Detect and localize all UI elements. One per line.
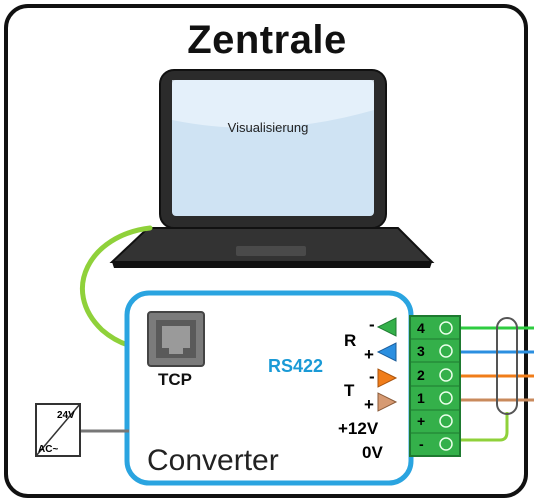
rj45-port-icon (147, 311, 205, 367)
r-label: R (344, 331, 356, 350)
power-voltage-label: 24V (57, 410, 75, 421)
page-title: Zentrale (187, 18, 347, 62)
cable-shield-icon (496, 317, 518, 415)
screen-label: Visualisierung (227, 120, 309, 135)
tcp-label: TCP (158, 370, 192, 389)
terminal-4-label: 4 (417, 320, 425, 336)
r-plus-label: + (364, 345, 374, 364)
v0-label: 0V (362, 443, 383, 462)
terminal-block (409, 315, 461, 457)
laptop-icon (109, 69, 435, 268)
converter-label: Converter (147, 444, 279, 477)
t-plus-arrow-icon (377, 392, 398, 412)
terminal-minus-label: - (419, 436, 424, 452)
t-label: T (344, 381, 355, 400)
power-type-label: AC~ (38, 444, 58, 455)
terminal-1-label: 1 (417, 390, 425, 406)
power-supply-icon (35, 403, 81, 457)
t-minus-arrow-icon (377, 368, 398, 388)
t-plus-label: + (364, 395, 374, 414)
r-minus-arrow-icon (376, 317, 397, 337)
v12-label: +12V (338, 419, 379, 438)
terminal-3-label: 3 (417, 343, 425, 359)
r-plus-arrow-icon (376, 342, 397, 362)
terminal-plus-label: + (417, 413, 425, 429)
rs422-label: RS422 (268, 356, 324, 376)
r-minus-label: - (369, 315, 375, 334)
terminal-2-label: 2 (417, 367, 425, 383)
t-minus-label: - (369, 367, 375, 386)
